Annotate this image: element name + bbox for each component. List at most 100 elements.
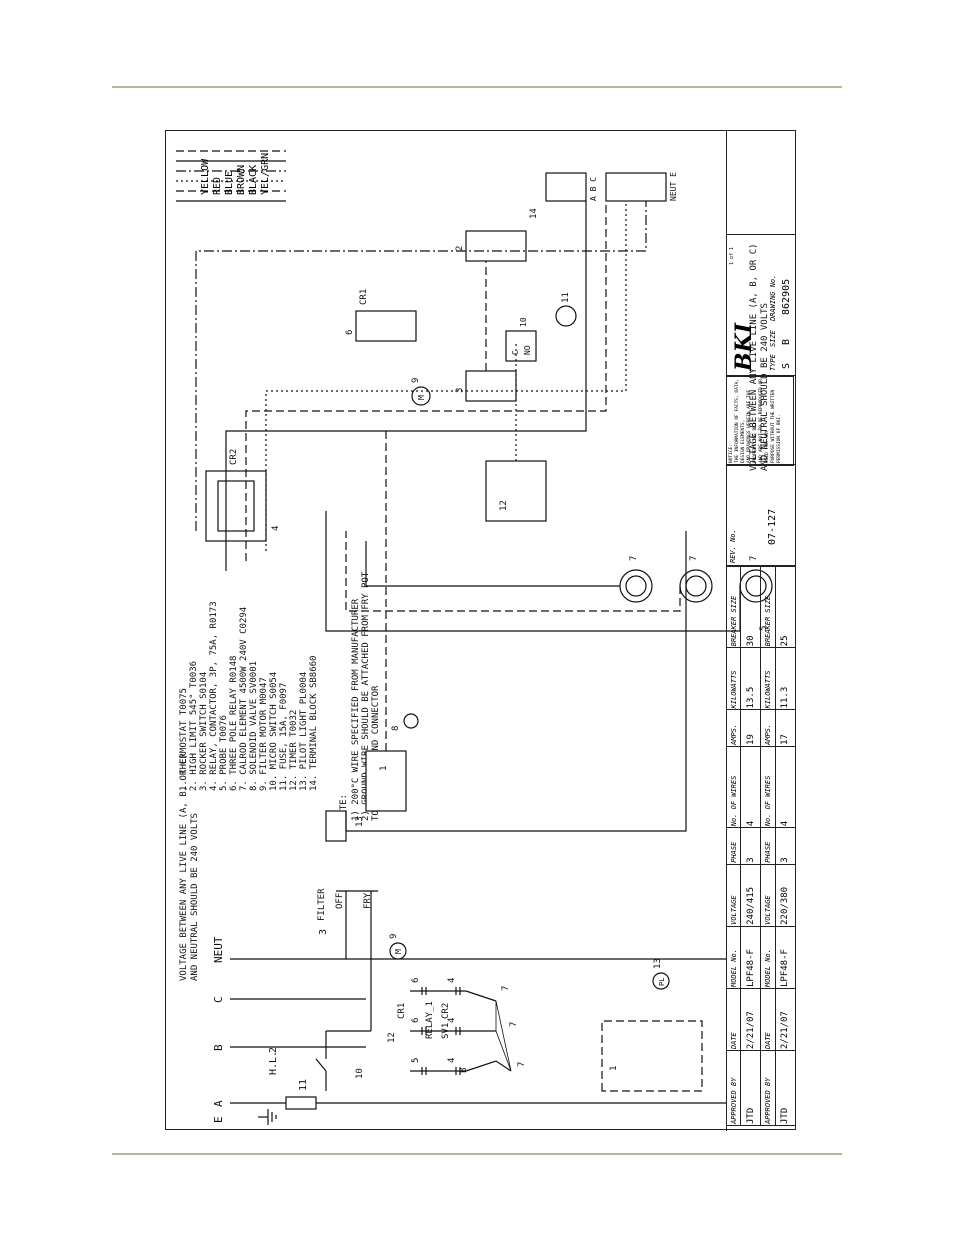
th2-phase: PHASE (760, 827, 776, 865)
thermostat-1 (365, 750, 407, 812)
wire-runs (195, 201, 741, 832)
element-7-b: 7 (509, 1022, 519, 1027)
notice-line-4: PURPOSE WITHOUT THE WRITTEN PERMISSION O… (771, 389, 782, 463)
solenoid-8 (403, 713, 419, 729)
note-2: 2) GROUND WIRE SHOULD BE ATTACHED FROM F… (361, 571, 371, 821)
cell-amps-1: 19 (740, 709, 761, 747)
voltage-note-2-line2: AND NEUTRAL SHOULD BE 240 VOLTS (760, 303, 770, 471)
contacts-rows (410, 987, 466, 1075)
cell-date-2: 2/21/07 (775, 988, 796, 1051)
voltage-note-2-line1: VOLTAGE BETWEEN ANY LIVE LINE (A, B, OR … (749, 243, 759, 471)
cr1-label: CR1 (397, 1003, 407, 1019)
line-b-label: B (212, 1044, 225, 1051)
size-label: SIZE (769, 330, 777, 347)
cr1-pole-6b: 6 (411, 978, 421, 983)
th2-approved: APPROVED BY (760, 1050, 776, 1126)
top-rule (112, 86, 842, 88)
th-approved: APPROVED BY (726, 1050, 741, 1126)
component-2: 2. HIGH LIMIT 545° T0036 (189, 661, 199, 791)
rev-label: REV. No. (729, 529, 737, 563)
cr2-label: CR2 (441, 1003, 451, 1019)
voltage-note-1-line1: VOLTAGE BETWEEN ANY LIVE LINE (A, B, OR … (179, 753, 189, 981)
high-limit-2 (465, 230, 527, 262)
element-7-c: 7 (501, 986, 511, 991)
legend-red: RED (212, 176, 223, 195)
line-neut-label: NEUT (212, 936, 225, 963)
sv-b-label: B (459, 1068, 469, 1073)
legend-overlay: YELLOW RED BLUE BROWN BLACK YEL/GRN (200, 153, 272, 195)
motor-glyph: M (394, 949, 403, 954)
relay-label: RELAY_1 (425, 1001, 435, 1039)
rotated-sheet: VOLTAGE BETWEEN ANY LIVE LINE (A, B, OR … (166, 131, 797, 1131)
component-13: 13. PILOT LIGHT PL0004 (299, 672, 309, 791)
line-e-label: E (212, 1116, 225, 1123)
cr1-number: 6 (345, 330, 355, 335)
cr2-pole-4b: 4 (447, 1018, 457, 1023)
motor-9-glyph: M (417, 395, 426, 400)
legend-brown: BROWN (236, 164, 247, 195)
th-wires: No. OF WIRES (726, 746, 741, 828)
micro-switch-label: 10 (355, 1068, 365, 1079)
component-3: 3. ROCKER SWITCH S0104 (199, 672, 209, 791)
wire-legend (176, 150, 286, 202)
relay-cr1 (355, 310, 417, 342)
component-5: 5. PROBE T0076 (219, 715, 229, 791)
fuse-11-label: 11 (561, 292, 571, 303)
th-voltage: VOLTAGE (726, 864, 741, 927)
bottom-rule (112, 1153, 842, 1155)
th-amps: AMPS. (726, 709, 741, 747)
ladder-schematic: VOLTAGE BETWEEN ANY LIVE LINE (A, B, OR … (179, 753, 726, 1125)
micro-no: NO (523, 345, 532, 355)
notes-label: NOTE: (339, 794, 349, 821)
voltage-note-1-line2: AND NEUTRAL SHOULD BE 240 VOLTS (190, 813, 200, 981)
cell-kw-1: 13.5 (740, 647, 761, 710)
title-block (726, 131, 797, 1131)
cr1-pole-6: 6 (411, 1018, 421, 1023)
component-14: 14. TERMINAL BLOCK SB8660 (309, 656, 319, 791)
element-7-a: 7 (517, 1062, 527, 1067)
pilot-light-13 (652, 972, 670, 990)
fuse-11 (285, 1096, 317, 1110)
micro-c: C (511, 350, 520, 355)
cr1-pole-5: 5 (411, 1058, 421, 1063)
cell-date-1: 2/21/07 (740, 988, 761, 1051)
relay-3 (465, 370, 517, 402)
notice-cell: NOTICE: THE INFORMATION OF FACTS, DATA, … (726, 376, 794, 466)
filter-motor-9 (389, 942, 407, 960)
component-12: 12. TIMER T0032 (289, 710, 299, 791)
legend-black: BLACK (248, 164, 259, 195)
cell-approved-1: JTD (740, 1050, 761, 1126)
th-kw: KILOWATTS (726, 647, 741, 710)
cr2-pole-4: 4 (447, 1058, 457, 1063)
notice-line-1: THE INFORMATION OF FACTS, DATA, DESIGN E… (735, 379, 746, 463)
pilot-number: 13 (653, 958, 663, 969)
cr2-pole-4c: 4 (447, 978, 457, 983)
cell-phase-2: 3 (775, 827, 796, 865)
coil-7-b: 7 (689, 556, 699, 561)
rev-cell: REV. No. 07-127 (726, 464, 796, 566)
cell-breaker-2: 25 (775, 566, 796, 648)
legend-blue: BLUE (224, 170, 235, 195)
th2-breaker: BREAKER SIZE (760, 566, 776, 648)
component-7: 7. CALROD ELEMENT 4500W 240V C0294 (239, 607, 249, 791)
coil-7-c: 7 (749, 556, 759, 561)
probe-label: 5 (759, 626, 769, 631)
hl-label: H.L. (268, 1051, 279, 1075)
component-9: 9. FILTER MOTOR M0047 (259, 677, 269, 791)
wiring-diagram: 7 7 7 CR2 4 12 3 M 9 C NO 10 CR1 6 2 11 … (176, 150, 773, 842)
th-phase: PHASE (726, 827, 741, 865)
cr2-label-wiring: CR2 (229, 449, 239, 465)
cell-voltage-1: 240/415 (740, 864, 761, 927)
th2-voltage: VOLTAGE (760, 864, 776, 927)
rev-block: REV. No. 07-127 NOTICE: THE INFORMATION … (726, 234, 796, 566)
line-a-label: A (212, 1100, 225, 1107)
component-8: 8. SOLENOID VALVE SV0001 (249, 661, 259, 791)
ratings-table: APPROVED BY DATE MODEL No. VOLTAGE PHASE… (726, 566, 796, 1126)
cell-voltage-2: 220/380 (775, 864, 796, 927)
terminal-14-label: 14 (529, 208, 539, 219)
terminal-abc-label: A B C (589, 177, 598, 201)
drawing-frame: VOLTAGE BETWEEN ANY LIVE LINE (A, B, OR … (165, 130, 797, 1131)
th2-model: MODEL No. (760, 926, 776, 989)
coil-7-a: 7 (629, 556, 639, 561)
component-1: 1. THERMOSTAT T0075 (179, 688, 189, 791)
